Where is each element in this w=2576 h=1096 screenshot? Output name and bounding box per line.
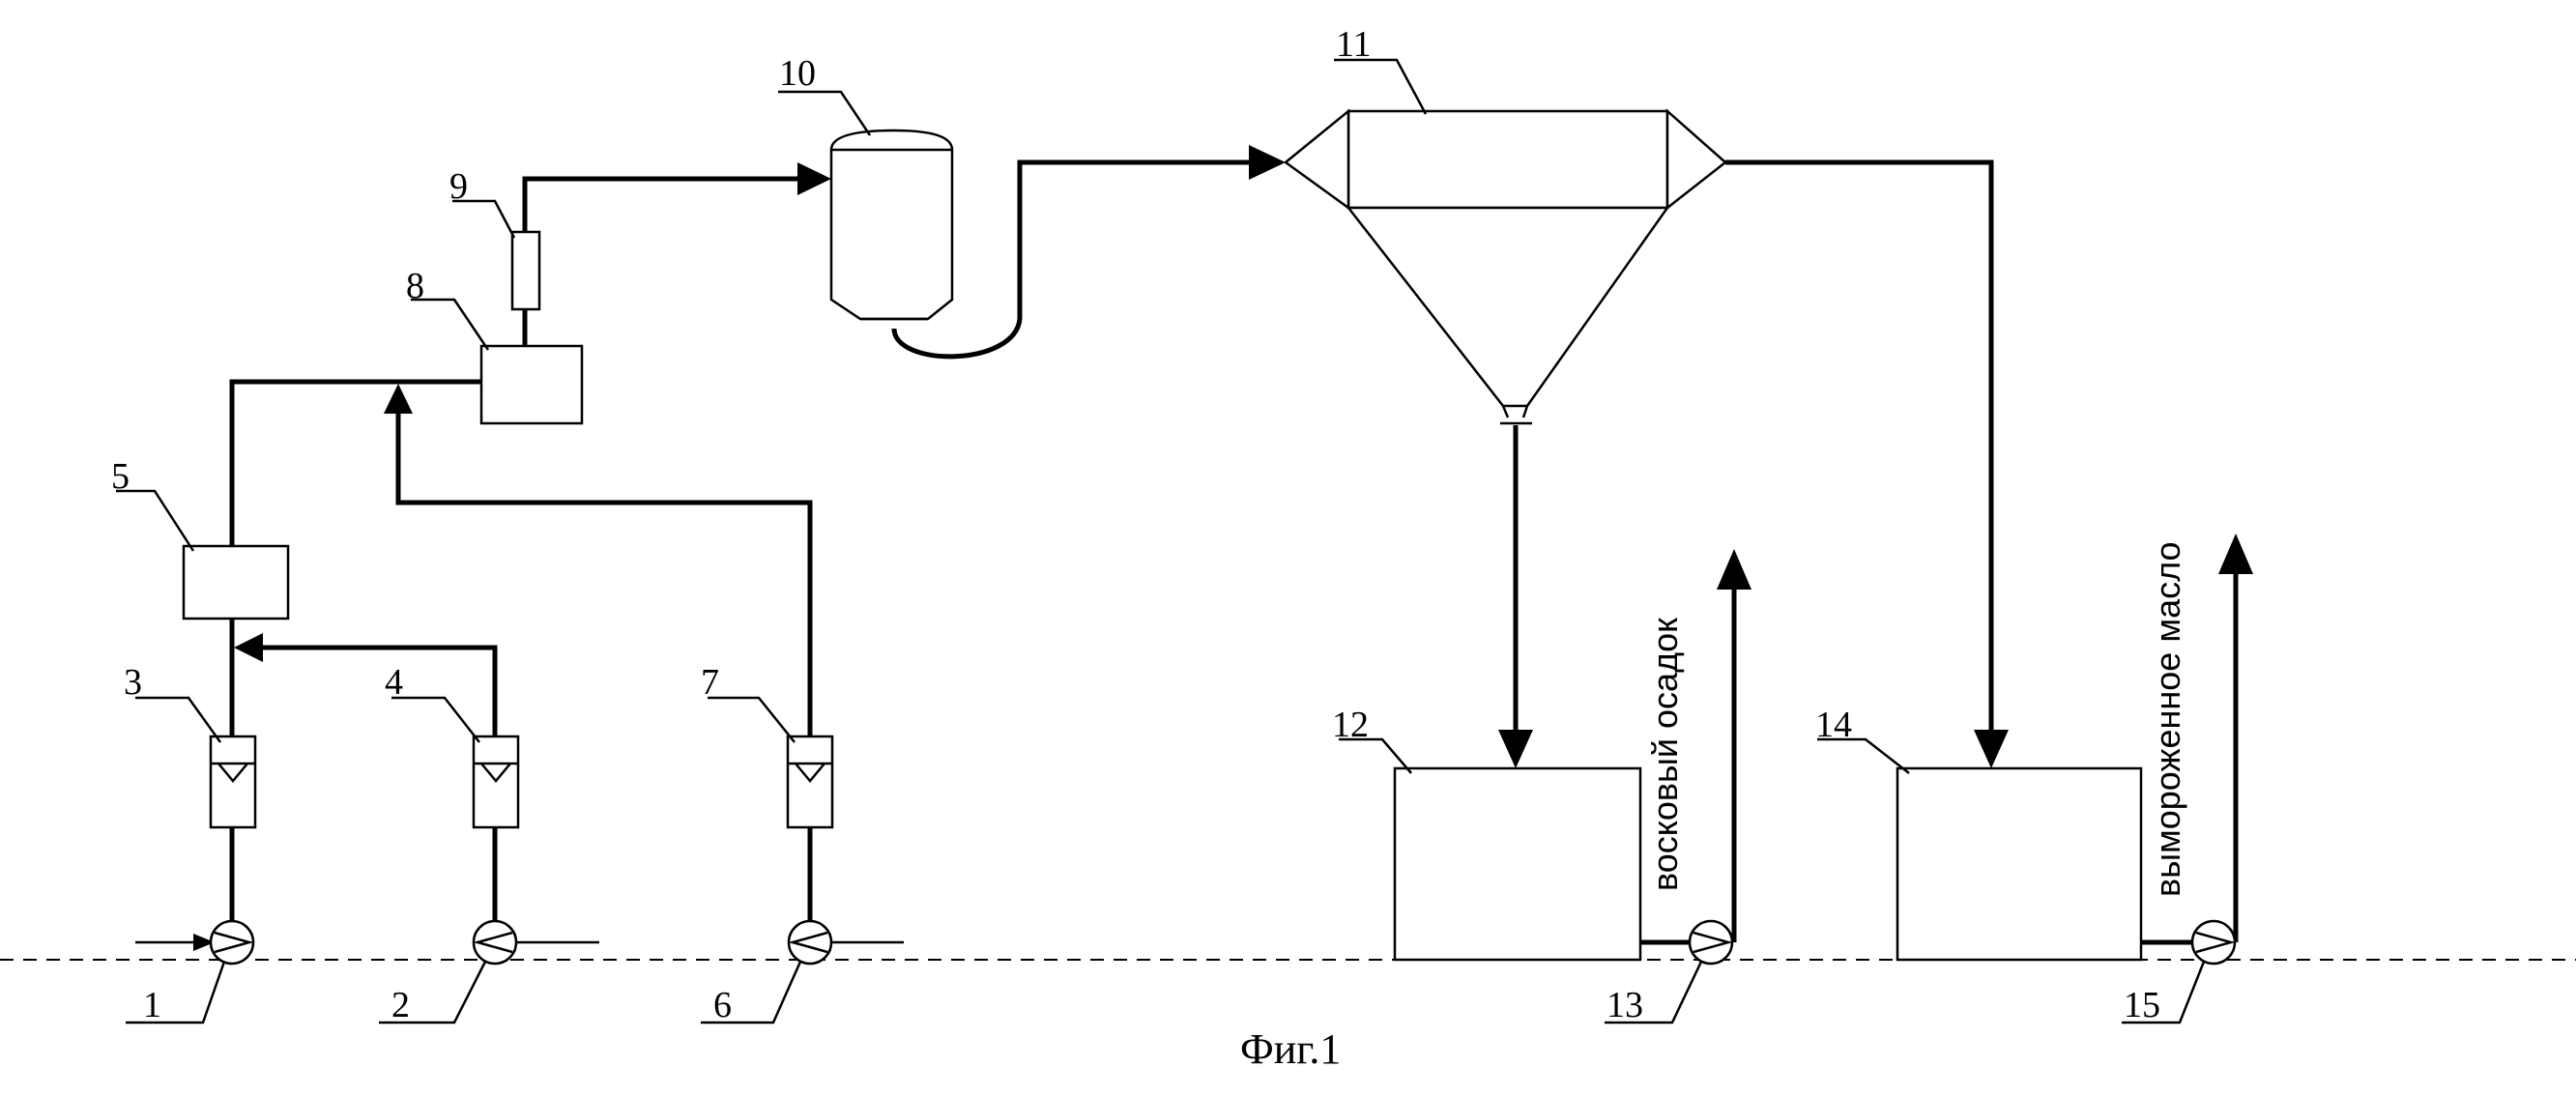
pipe-line-7-join bbox=[398, 411, 810, 736]
label-14: 14 bbox=[1815, 705, 1852, 745]
leader-10 bbox=[778, 92, 870, 135]
stream-label-oil: вымороженное масло bbox=[2148, 541, 2187, 897]
label-12: 12 bbox=[1332, 705, 1369, 745]
arrow-into-12 bbox=[1498, 730, 1533, 768]
label-1: 1 bbox=[143, 985, 161, 1025]
flowmeter-7-icon bbox=[788, 736, 832, 827]
pump-1-icon bbox=[211, 921, 253, 964]
label-7: 7 bbox=[701, 662, 719, 703]
label-15: 15 bbox=[2124, 985, 2160, 1025]
stream-label-wax: восковый осадок bbox=[1645, 618, 1685, 891]
label-11: 11 bbox=[1336, 24, 1372, 65]
receiver-12 bbox=[1395, 768, 1640, 960]
arrow-oil-out bbox=[2218, 534, 2253, 574]
leader-5 bbox=[116, 491, 193, 551]
figure-caption: Фиг.1 bbox=[1240, 1025, 1341, 1073]
flowmeter-3-icon bbox=[211, 736, 255, 827]
pipe-line-4-join bbox=[259, 648, 495, 736]
element-9 bbox=[512, 232, 539, 309]
leader-4 bbox=[391, 698, 479, 742]
crystallizer-11 bbox=[1286, 111, 1725, 423]
pump-13-icon bbox=[1690, 921, 1732, 964]
unit-8 bbox=[481, 346, 582, 423]
pipe-line-9-10 bbox=[525, 179, 802, 232]
label-4: 4 bbox=[385, 662, 403, 703]
label-3: 3 bbox=[124, 662, 142, 703]
flowmeter-4-icon bbox=[474, 736, 518, 827]
arrow-wax-out bbox=[1717, 549, 1751, 590]
leader-8 bbox=[411, 300, 488, 350]
mixer-5 bbox=[184, 546, 288, 619]
arrow-into-10 bbox=[797, 162, 831, 195]
leader-7 bbox=[708, 698, 795, 742]
pipe-line-11-14 bbox=[1725, 162, 1991, 735]
leader-11 bbox=[1334, 60, 1426, 114]
pump-15-icon bbox=[2192, 921, 2235, 964]
arrow-join-4 bbox=[234, 633, 263, 662]
label-9: 9 bbox=[449, 166, 468, 207]
pump-6-icon bbox=[789, 921, 831, 964]
pump-2-icon bbox=[474, 921, 516, 964]
label-10: 10 bbox=[779, 53, 816, 94]
label-2: 2 bbox=[391, 985, 410, 1025]
pipe-line-5-8 bbox=[232, 382, 481, 546]
tank-10 bbox=[831, 130, 952, 319]
label-8: 8 bbox=[406, 266, 424, 306]
label-13: 13 bbox=[1606, 985, 1643, 1025]
leader-3 bbox=[135, 698, 220, 742]
arrow-into-11 bbox=[1249, 145, 1286, 180]
arrow-join-7 bbox=[384, 384, 413, 414]
label-6: 6 bbox=[713, 985, 732, 1025]
label-5: 5 bbox=[111, 456, 130, 497]
receiver-14 bbox=[1897, 768, 2141, 960]
arrow-into-14 bbox=[1974, 730, 2009, 768]
leader-1 bbox=[126, 962, 224, 1023]
